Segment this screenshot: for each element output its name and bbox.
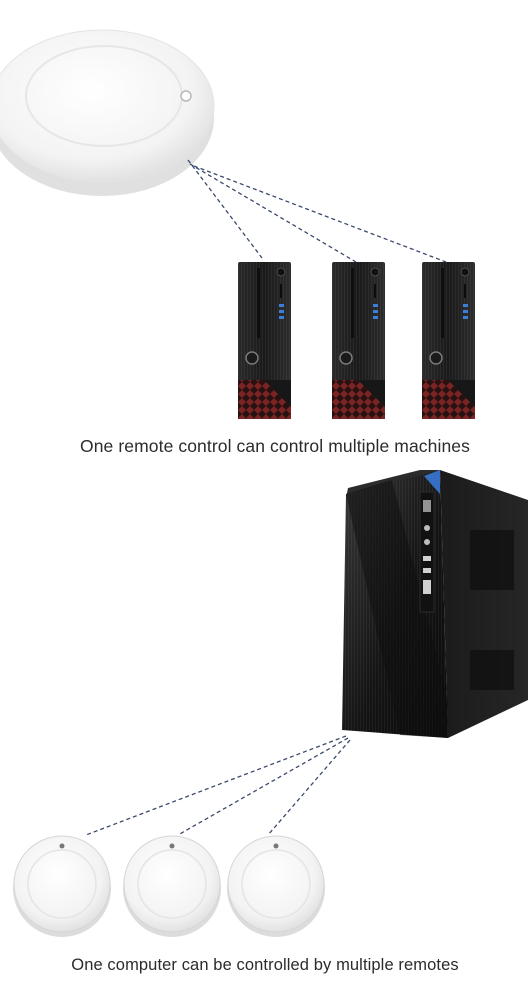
mini-pc-1 (238, 262, 291, 419)
remote-small-1 (13, 835, 111, 937)
caption-multiple-machines: One remote control can control multiple … (80, 436, 470, 456)
link-lines-top (187, 159, 447, 263)
mini-pc-2 (332, 262, 385, 419)
remote-small-2 (123, 835, 221, 937)
remote-small-3 (227, 835, 325, 937)
tower-pc-large (342, 470, 528, 738)
remote-large (0, 29, 215, 196)
mini-pc-3 (422, 262, 475, 419)
link-lines-bottom (85, 735, 351, 836)
caption-multiple-remotes: One computer can be controlled by multip… (71, 956, 459, 974)
